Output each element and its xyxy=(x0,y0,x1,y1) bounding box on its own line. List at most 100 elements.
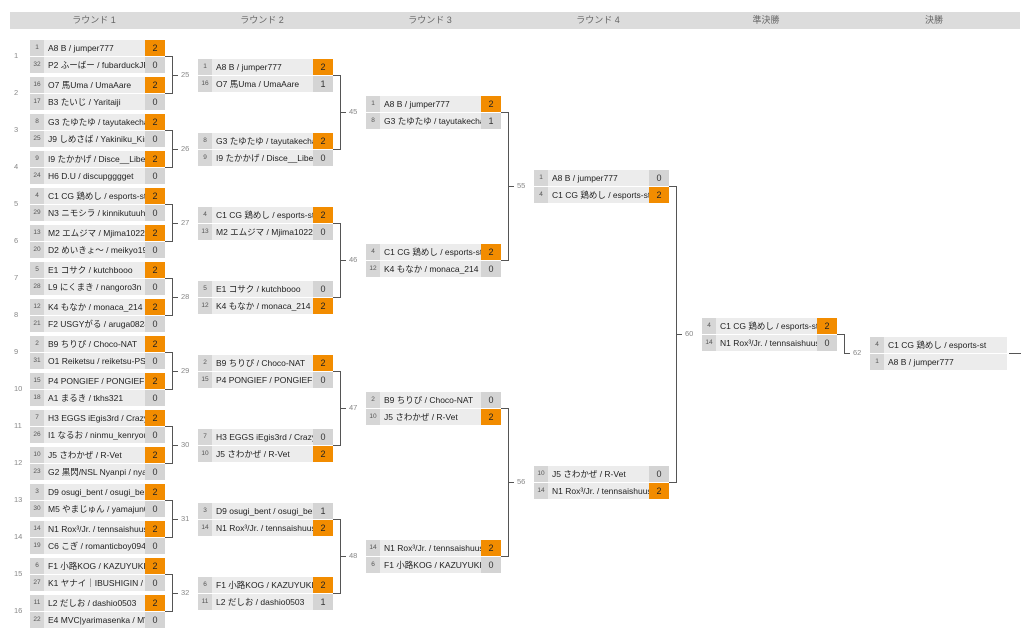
player-name[interactable]: A8 B / jumper777 xyxy=(212,58,313,75)
player-name[interactable]: A8 B / jumper777 xyxy=(44,40,145,56)
player-name[interactable]: O7 馬Uma / UmaAare xyxy=(44,77,145,93)
player-name[interactable]: K4 もなか / monaca_214 xyxy=(212,297,313,314)
player-name[interactable]: B9 ちりぴ / Choco-NAT xyxy=(212,354,313,371)
player-name[interactable]: M2 エムジマ / Mjima1022 xyxy=(44,225,145,241)
player-name[interactable]: I9 たかかげ / Disce__Liber xyxy=(44,151,145,167)
player-name[interactable]: J5 さわかぜ / R-Vet xyxy=(212,445,313,462)
player-name[interactable]: P4 PONGIEF / PONGIEF xyxy=(212,371,313,388)
player-name[interactable]: C1 CG 鶏めし / esports-st xyxy=(44,188,145,204)
player-name[interactable]: M2 エムジマ / Mjima1022 xyxy=(212,223,313,240)
player-name[interactable]: O1 Reiketsu / reiketsu-PS xyxy=(44,353,145,369)
player-name[interactable]: I9 たかかげ / Disce__Liber xyxy=(212,149,313,166)
player-name[interactable]: J9 しめさば / Yakiniku_Kin xyxy=(44,131,145,147)
player-name[interactable]: F1 小路KOG / KAZUYUKI xyxy=(212,576,313,593)
player-name[interactable]: N1 Rox³/Jr. / tennsaishuus xyxy=(548,482,649,499)
player-name[interactable]: H3 EGGS iEgis3rd / Crazy xyxy=(44,410,145,426)
player-name[interactable]: D9 osugi_bent / osugi_bent xyxy=(44,484,145,500)
player-name[interactable]: A8 B / jumper777 xyxy=(884,353,1007,370)
player-name[interactable]: N1 Rox³/Jr. / tennsaishuus xyxy=(716,334,817,351)
player-name[interactable]: J5 さわかぜ / R-Vet xyxy=(44,447,145,463)
player-name[interactable]: C1 CG 鶏めし / esports-st xyxy=(212,206,313,223)
player-name[interactable]: D2 めいきょ～ / meikyo19 xyxy=(44,242,145,258)
player-name[interactable]: F2 USGYがる / aruga0828 xyxy=(44,316,145,332)
player-name[interactable]: G3 たゆたゆ / tayutakechan xyxy=(212,132,313,149)
player-name[interactable]: K4 もなか / monaca_214 xyxy=(380,260,481,277)
player-name[interactable]: A8 B / jumper777 xyxy=(548,169,649,186)
player-name[interactable]: G3 たゆたゆ / tayutakechan xyxy=(44,114,145,130)
player-name[interactable]: P4 PONGIEF / PONGIEF xyxy=(44,373,145,389)
player-name[interactable]: K4 もなか / monaca_214 xyxy=(44,299,145,315)
player-name[interactable]: O7 馬Uma / UmaAare xyxy=(212,75,313,92)
player-name[interactable]: E4 MVC|yarimasenka / MV xyxy=(44,612,145,628)
player-name[interactable]: A1 まるき / tkhs321 xyxy=(44,390,145,406)
player-name[interactable]: D9 osugi_bent / osugi_bent xyxy=(212,502,313,519)
player-name[interactable]: K1 ヤナイ｜IBUSHIGIN / Y xyxy=(44,575,145,591)
player-name[interactable]: N1 Rox³/Jr. / tennsaishuus xyxy=(44,521,145,537)
player-name[interactable]: F1 小路KOG / KAZUYUKI xyxy=(380,556,481,573)
player-name[interactable]: H6 D.U / discupgggget xyxy=(44,168,145,184)
player-name[interactable]: J5 さわかぜ / R-Vet xyxy=(380,408,481,425)
player-name[interactable]: L9 にくまき / nangoro3n xyxy=(44,279,145,295)
player-name[interactable]: C6 こぎ / romanticboy094 xyxy=(44,538,145,554)
player-name[interactable]: N3 ニモシラ / kinnikutuuhi xyxy=(44,205,145,221)
player-name[interactable]: C1 CG 鶏めし / esports-st xyxy=(716,317,817,334)
player-name[interactable]: M5 やまじゅん / yamajun0 xyxy=(44,501,145,517)
player-name[interactable]: E1 コサク / kutchbooo xyxy=(212,280,313,297)
player-name[interactable]: N1 Rox³/Jr. / tennsaishuus xyxy=(212,519,313,536)
player-name[interactable]: G3 たゆたゆ / tayutakechan xyxy=(380,112,481,129)
player-name[interactable]: A8 B / jumper777 xyxy=(380,95,481,112)
player-name[interactable]: B9 ちりぴ / Choco-NAT xyxy=(44,336,145,352)
player-name[interactable]: G2 黒閃/NSL Nyanpi / nya xyxy=(44,464,145,480)
player-name[interactable]: B3 たいじ / Yaritaiji xyxy=(44,94,145,110)
